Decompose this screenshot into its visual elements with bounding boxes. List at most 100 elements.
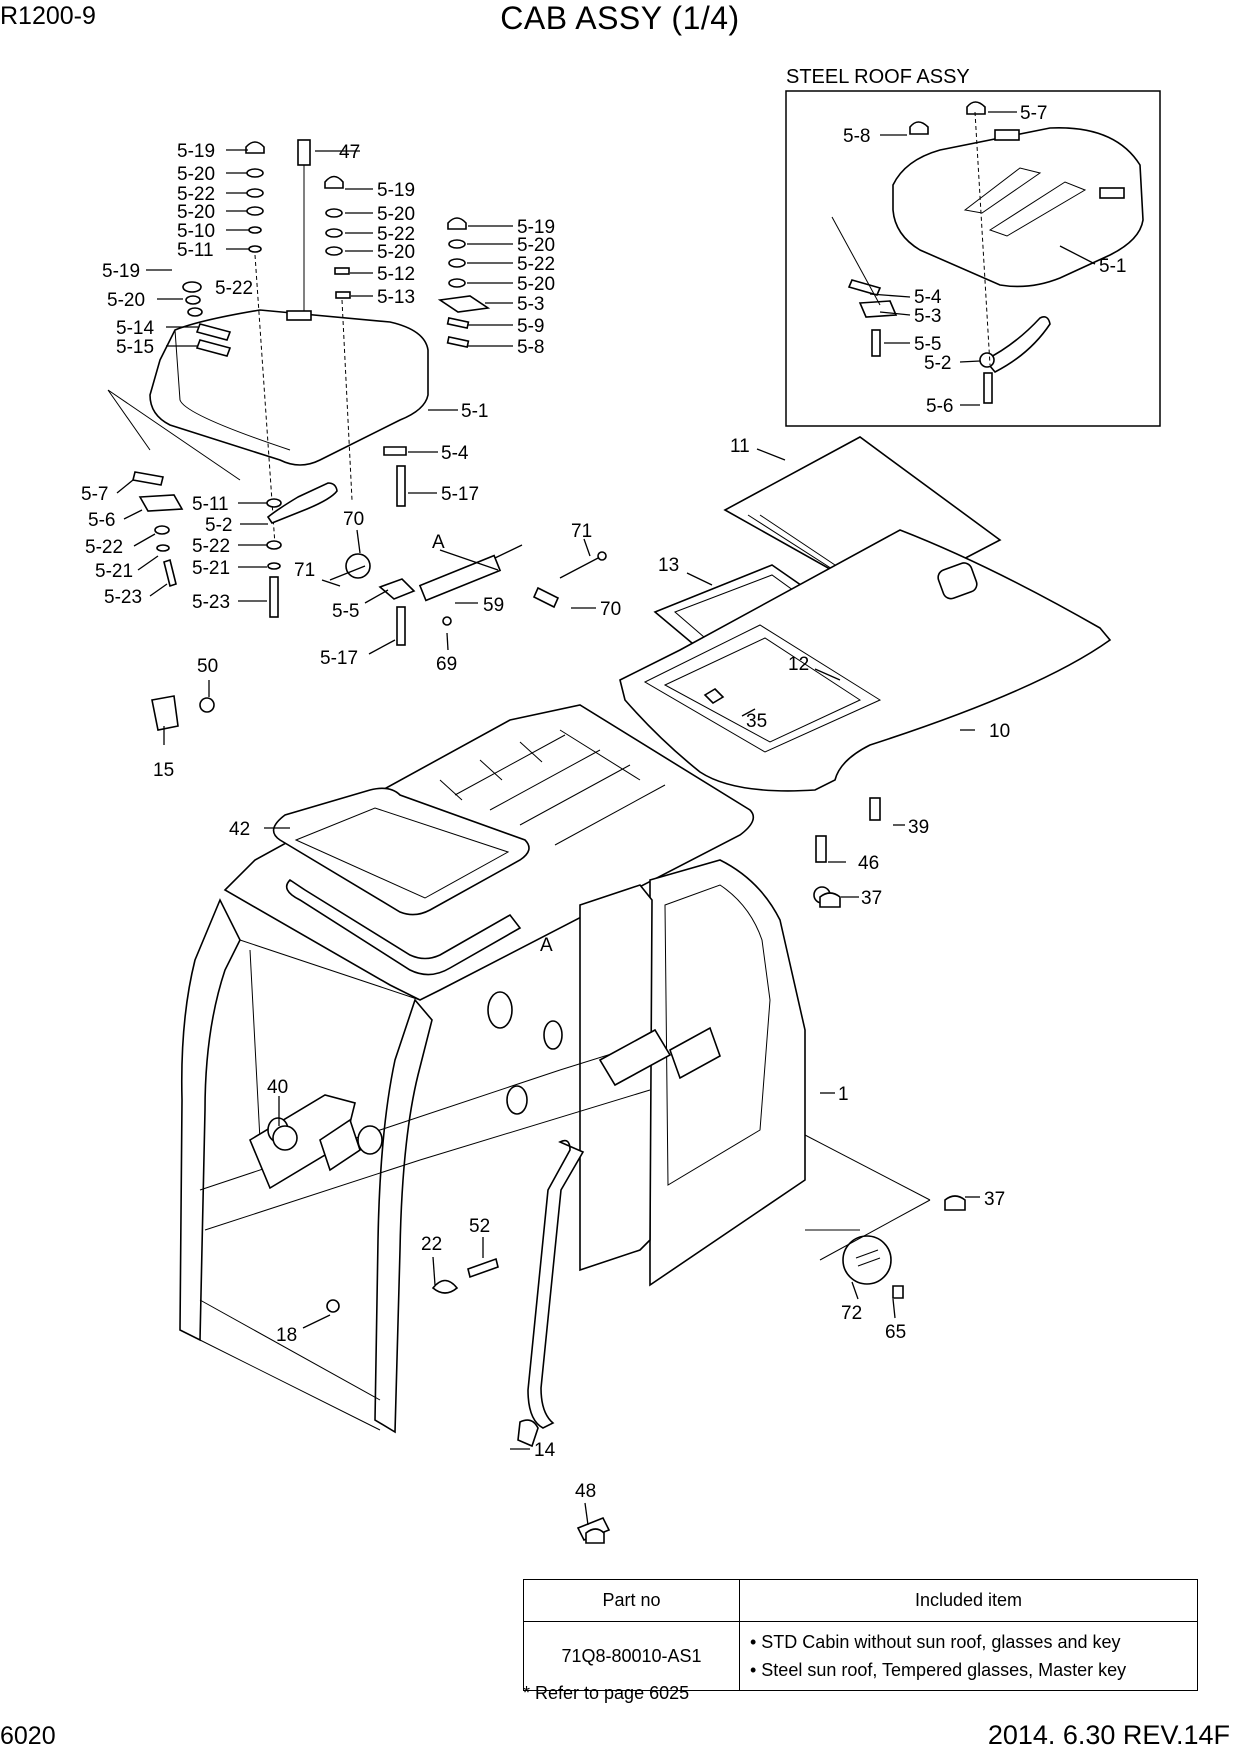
included-item: • STD Cabin without sun roof, glasses an…	[750, 1632, 1121, 1652]
included-items-cell: • STD Cabin without sun roof, glasses an…	[739, 1621, 1198, 1691]
callout-label: 52	[469, 1216, 490, 1237]
callout-label: 5-17	[441, 484, 479, 505]
callout-label: 5-20	[517, 235, 555, 256]
callout-label: 5-22	[85, 537, 123, 558]
callout-label: 48	[575, 1481, 596, 1502]
callout-label: 42	[229, 819, 250, 840]
leader-lines	[116, 111, 1096, 1526]
callout-label: 5-23	[104, 587, 142, 608]
parts-table-header-row: Part no Included item	[523, 1579, 1198, 1622]
callout-label: 5-22	[517, 254, 555, 275]
steel-roof-drawing	[831, 101, 1144, 404]
callout-label: 5-6	[926, 396, 953, 417]
callout-label: 5-14	[116, 318, 154, 339]
sunroof-seal-42	[272, 787, 530, 916]
callout-label: 5-20	[377, 242, 415, 263]
front-pillar-right	[374, 998, 433, 1434]
revision-date: 2014. 6.30 REV.14F	[987, 1720, 1230, 1750]
callout-label: 5-11	[192, 494, 229, 515]
callout-label: 12	[788, 654, 809, 675]
front-pillar-left	[179, 898, 241, 1342]
callout-label: 5-20	[177, 202, 215, 223]
callout-labels: 5-19 5-20 5-22 5-20 5-10 5-11 5-19 5-20 …	[81, 103, 1126, 1502]
callout-label: 1	[838, 1084, 849, 1105]
callout-label: 5-4	[914, 287, 942, 308]
roof-panel-left-group	[107, 139, 607, 731]
handrail-14	[527, 1139, 585, 1429]
callout-label: 37	[861, 888, 882, 909]
callout-label: 39	[908, 817, 929, 838]
callout-label: 14	[534, 1440, 556, 1461]
callout-label: 70	[343, 509, 364, 530]
callout-label: 5-6	[88, 510, 115, 531]
callout-label: 5-19	[102, 261, 140, 282]
callout-label: 5-9	[517, 316, 544, 337]
callout-label: 5-22	[215, 278, 253, 299]
page-number: 6020	[0, 1722, 56, 1750]
callout-label: 5-7	[1020, 103, 1047, 124]
bolt-47	[286, 139, 312, 321]
callout-label: 5-3	[517, 294, 544, 315]
header-included-item: Included item	[739, 1579, 1198, 1622]
callout-label: 5-8	[843, 126, 870, 147]
parts-table: Part no Included item 71Q8-80010-AS1 • S…	[523, 1579, 1198, 1691]
callout-label: 5-7	[81, 484, 108, 505]
callout-label: 11	[730, 436, 750, 457]
callout-label: 5-22	[177, 184, 215, 205]
included-item: • Steel sun roof, Tempered glasses, Mast…	[750, 1660, 1127, 1680]
table-row: 71Q8-80010-AS1 • STD Cabin without sun r…	[523, 1621, 1198, 1691]
callout-label: 5-5	[332, 601, 359, 622]
callout-label: 5-10	[177, 221, 215, 242]
cab-frame	[179, 704, 966, 1544]
callout-label: 5-1	[461, 401, 488, 422]
hardware-stack-1	[245, 141, 276, 546]
callout-label: 50	[197, 656, 218, 677]
callout-label: 5-15	[116, 337, 154, 358]
header-part-no: Part no	[523, 1579, 740, 1622]
callout-label: 35	[746, 711, 767, 732]
callout-label: 5-13	[377, 287, 415, 308]
hardware-stack-3	[437, 217, 491, 348]
callout-label: 5-23	[192, 592, 230, 613]
gas-spring-59	[329, 544, 607, 626]
callout-label: 72	[841, 1303, 862, 1324]
callout-label: 5-22	[192, 536, 230, 557]
callout-label: 5-19	[517, 217, 555, 238]
inset-title: STEEL ROOF ASSY	[786, 66, 970, 88]
roof-panel-10	[619, 529, 1112, 792]
callout-label: 13	[658, 555, 679, 576]
callout-label: 59	[483, 595, 504, 616]
callout-label: 70	[600, 599, 621, 620]
callout-label: 5-19	[177, 141, 215, 162]
steel-roof-inset-frame	[785, 90, 1161, 427]
callout-label: 5-20	[377, 204, 415, 225]
cover-15	[151, 695, 215, 731]
callout-label: 5-20	[107, 290, 145, 311]
callout-label: 71	[571, 521, 592, 542]
callout-label: 69	[436, 654, 457, 675]
callout-label: 5-4	[441, 443, 469, 464]
callout-label: 5-20	[517, 274, 555, 295]
callout-label: 5-3	[914, 306, 941, 327]
callout-label: 47	[339, 142, 360, 163]
callout-label: 40	[267, 1077, 288, 1098]
part-number-cell: 71Q8-80010-AS1	[523, 1621, 740, 1691]
roof-panel-left	[149, 309, 429, 466]
left-hinge-parts	[132, 281, 416, 646]
callout-label: 5-21	[95, 561, 133, 582]
callout-label: 5-12	[377, 264, 415, 285]
callout-label: A	[432, 532, 445, 553]
callout-label: 5-8	[517, 337, 544, 358]
callout-label: 5-22	[377, 224, 415, 245]
callout-label: 5-1	[1099, 256, 1126, 277]
callout-label: 65	[885, 1322, 906, 1343]
callout-label: 5-11	[177, 240, 214, 261]
callout-label: 5-5	[914, 334, 941, 355]
callout-label: 71	[294, 560, 315, 581]
callout-label: 5-2	[924, 353, 951, 374]
callout-label: 10	[989, 721, 1010, 742]
callout-label: 15	[153, 760, 174, 781]
callout-label: 5-20	[177, 164, 215, 185]
callout-label: 18	[276, 1325, 297, 1346]
